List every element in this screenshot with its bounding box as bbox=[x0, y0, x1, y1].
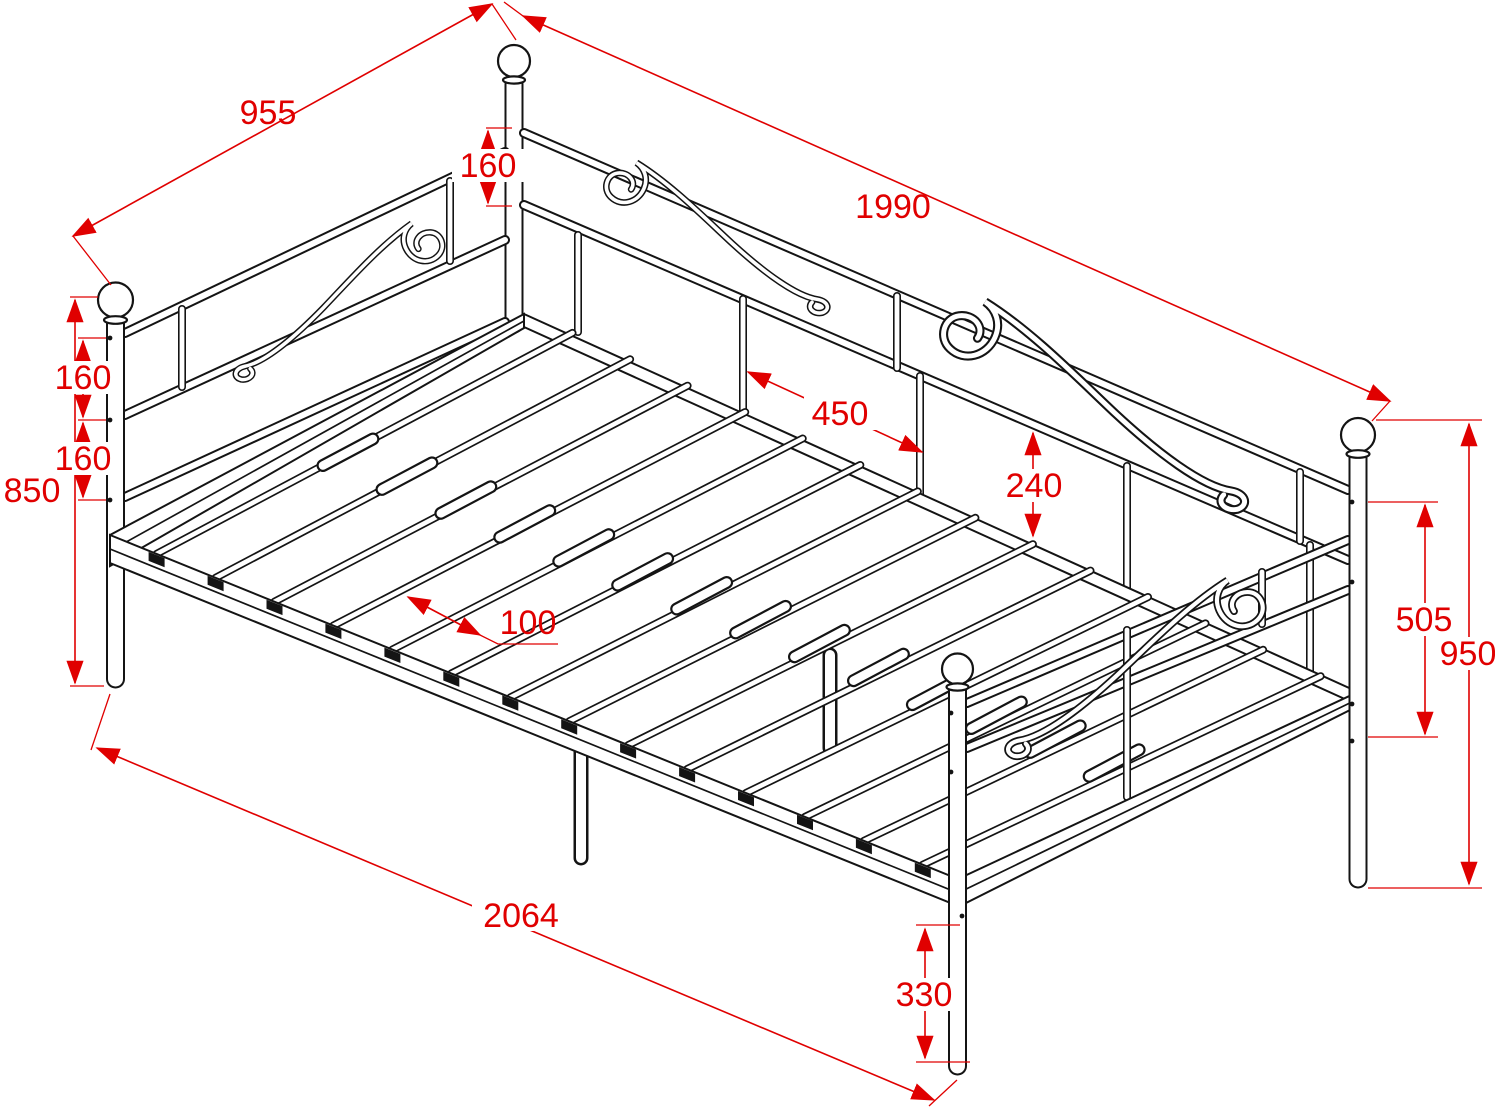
dimension-160-corner-post: 160 bbox=[452, 127, 524, 207]
dim-label-bar-spacing: 450 bbox=[812, 395, 869, 433]
dimension-2064: 2064 bbox=[90, 693, 958, 1107]
bed-platform bbox=[109, 312, 1359, 908]
ball-finial bbox=[496, 43, 532, 79]
dimension-505: 505 bbox=[1368, 501, 1461, 738]
dim-label-end-width: 955 bbox=[240, 94, 297, 132]
dimension-450: 450 bbox=[746, 371, 924, 453]
dim-label-foot-post-lower: 330 bbox=[896, 976, 953, 1014]
post-rear-left bbox=[496, 43, 532, 334]
dimension-955: 955 bbox=[71, 3, 517, 286]
dim-label-overall-length: 2064 bbox=[483, 897, 559, 935]
dim-label-back-length: 1990 bbox=[855, 188, 931, 226]
ball-finial bbox=[940, 652, 975, 686]
dimension-100: 100 bbox=[406, 596, 558, 645]
dimension-950: 950 bbox=[1368, 419, 1495, 889]
dimension-330: 330 bbox=[888, 924, 970, 1063]
dim-label-head-gap-upper: 160 bbox=[55, 359, 112, 397]
dim-label-rear-rail-span: 505 bbox=[1396, 601, 1453, 639]
post-rear-right bbox=[1339, 416, 1377, 889]
dim-label-slat-spacing: 100 bbox=[500, 604, 557, 642]
dim-label-lower-panel-height: 240 bbox=[1006, 467, 1063, 505]
ball-finial bbox=[1339, 416, 1377, 454]
dim-label-front-post-height: 850 bbox=[4, 472, 61, 510]
dimension-240: 240 bbox=[998, 431, 1071, 538]
dim-label-rear-post-height: 950 bbox=[1440, 635, 1495, 673]
mattress-slats bbox=[152, 328, 1325, 869]
dimension-850: 850 bbox=[4, 296, 104, 687]
footboard-panel bbox=[957, 535, 1359, 909]
dim-label-head-gap-lower: 160 bbox=[55, 440, 112, 478]
dimension-160-upper: 160 bbox=[47, 337, 119, 421]
dimension-1990: 1990 bbox=[503, 1, 1392, 422]
ball-finial bbox=[96, 281, 135, 319]
post-front-left bbox=[96, 281, 135, 689]
dim-label-corner-gap: 160 bbox=[460, 147, 517, 185]
dimension-160-lower: 160 bbox=[47, 421, 119, 501]
